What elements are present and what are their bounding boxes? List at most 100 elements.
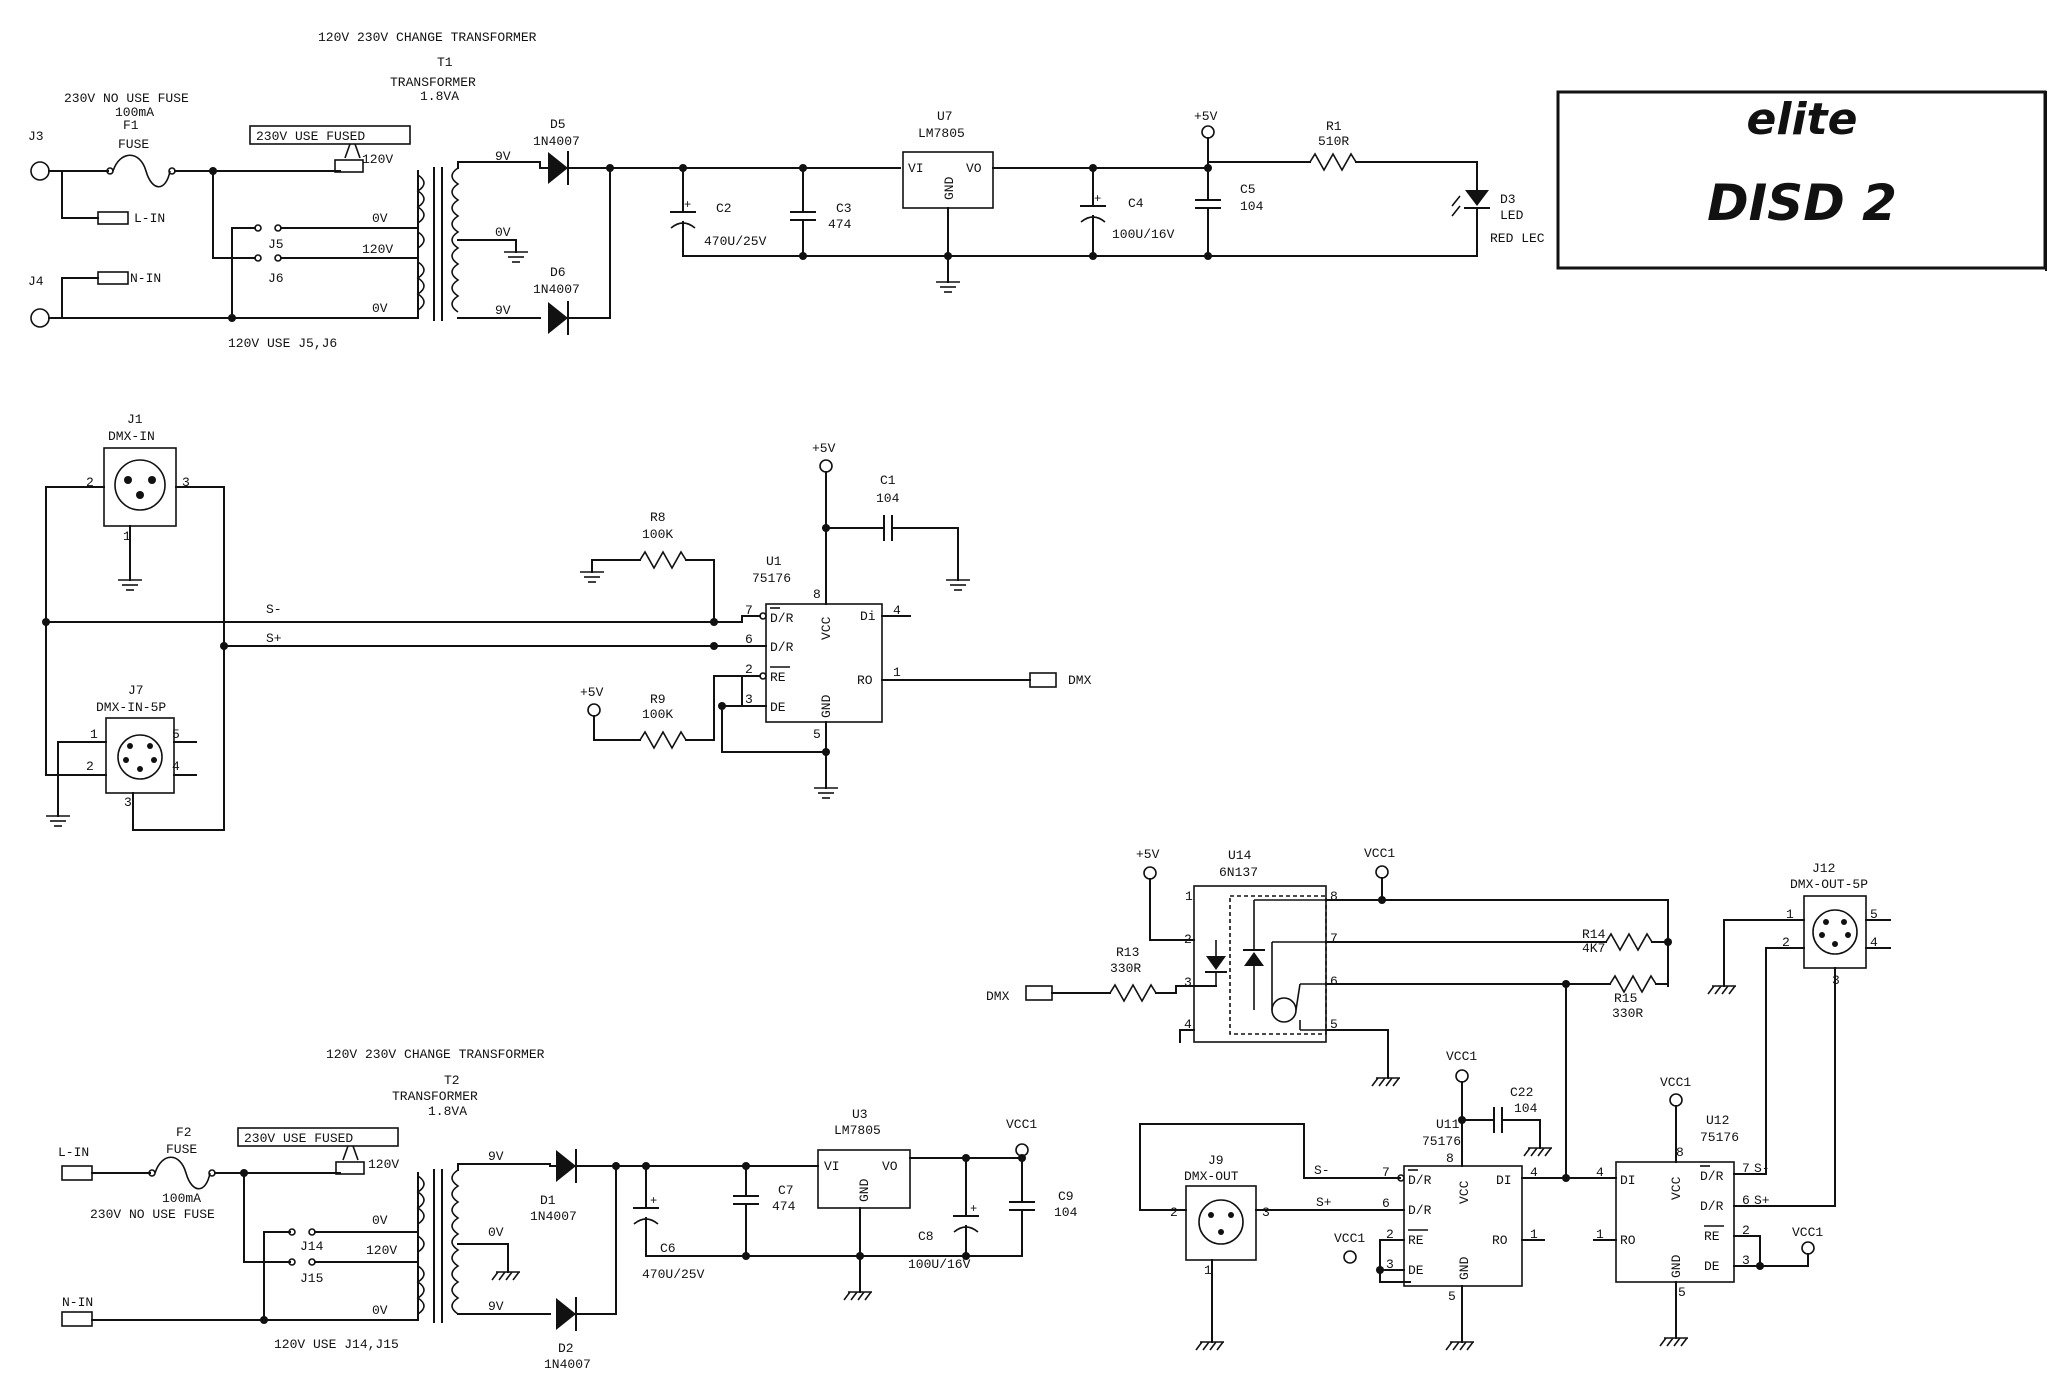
u12-part: 75176	[1700, 1130, 1739, 1145]
svg-text:3: 3	[745, 692, 753, 707]
psu2-vcc1-label: VCC1	[1006, 1117, 1037, 1132]
tap2-0v-b: 0V	[372, 1303, 388, 1318]
u3-vo: VO	[882, 1159, 898, 1174]
diode-d1	[549, 1149, 577, 1183]
svg-text:2: 2	[1170, 1205, 1178, 1220]
transformer-note: 120V 230V CHANGE TRANSFORMER	[318, 30, 537, 45]
resistor-r13	[1109, 983, 1157, 1003]
led-d3	[1451, 190, 1490, 257]
d3-type: LED	[1500, 208, 1524, 223]
u11-pin-dr: D/R	[1408, 1203, 1432, 1218]
svg-text:1: 1	[1596, 1227, 1604, 1242]
d2-part: 1N4007	[544, 1357, 591, 1372]
svg-text:3: 3	[1184, 975, 1192, 990]
svg-text:4: 4	[172, 759, 180, 774]
resistor-r1	[1309, 152, 1357, 172]
f2-note: 230V NO USE FUSE	[90, 1207, 215, 1222]
r13-ref: R13	[1116, 945, 1139, 960]
jumper-note: 120V USE J5,J6	[228, 336, 337, 351]
svg-text:+: +	[684, 198, 691, 212]
u7-ref: U7	[937, 109, 953, 124]
u1-pin-dr: D/R	[770, 640, 794, 655]
r15-ref: R15	[1614, 991, 1637, 1006]
t2-va: 1.8VA	[428, 1104, 467, 1119]
u11-vcc1-re-label: VCC1	[1334, 1231, 1365, 1246]
svg-text:4: 4	[1184, 1017, 1192, 1032]
u11-ref: U11	[1436, 1117, 1460, 1132]
u3-vi: VI	[824, 1159, 840, 1174]
u11-pin-dr-bar: D/R	[1408, 1173, 1432, 1188]
c2-val: 470U/25V	[704, 234, 767, 249]
j9-s-plus: S+	[1316, 1195, 1332, 1210]
j12-ref: J12	[1812, 861, 1835, 876]
transformer-t1	[416, 161, 541, 321]
fuse-f2	[154, 1156, 211, 1190]
t1-name: TRANSFORMER	[390, 75, 476, 90]
sec2-0v: 0V	[488, 1225, 504, 1240]
power-supply-1: 120V 230V CHANGE TRANSFORMER 230V NO USE…	[28, 30, 1545, 351]
svg-text:7: 7	[1742, 1161, 1750, 1176]
d3-val: RED LEC	[1490, 231, 1545, 246]
u11-pin-de: DE	[1408, 1263, 1424, 1278]
svg-text:6: 6	[1382, 1196, 1390, 1211]
sec-9v-b: 9V	[495, 303, 511, 318]
svg-text:8: 8	[1676, 1145, 1684, 1160]
r8-val: 100K	[642, 527, 673, 542]
c1-val: 104	[876, 491, 900, 506]
f2-rating: 100mA	[162, 1191, 201, 1206]
svg-text:3: 3	[1262, 1205, 1270, 1220]
j1-ref: J1	[127, 412, 143, 427]
u12-pin-di: DI	[1620, 1173, 1636, 1188]
r13-val: 330R	[1110, 961, 1141, 976]
j7-ref: J7	[128, 683, 144, 698]
transformer-note-2: 120V 230V CHANGE TRANSFORMER	[326, 1047, 545, 1062]
c9-val: 104	[1054, 1205, 1078, 1220]
u1-pin-de: DE	[770, 700, 786, 715]
sec2-9v-b: 9V	[488, 1299, 504, 1314]
d2-ref: D2	[558, 1341, 574, 1356]
n-in-label: N-IN	[130, 271, 161, 286]
u7-gnd: GND	[942, 176, 957, 200]
svg-text:7: 7	[745, 603, 753, 618]
capacitor-c2: +	[670, 167, 696, 257]
s-plus-label: S+	[266, 631, 282, 646]
resistor-r14	[1605, 932, 1653, 952]
svg-text:3: 3	[1742, 1253, 1750, 1268]
c7-ref: C7	[778, 1183, 794, 1198]
svg-text:3: 3	[1386, 1257, 1394, 1272]
u1-pin-ro: RO	[857, 673, 873, 688]
sec-0v: 0V	[495, 225, 511, 240]
capacitor-c4: +	[1080, 167, 1106, 257]
diode-d2	[556, 1297, 577, 1331]
svg-text:+: +	[1094, 192, 1101, 206]
u12-pin-re: RE	[1704, 1229, 1720, 1244]
fused-box-2	[237, 1127, 399, 1147]
u12-pin-dr-bar: D/R	[1700, 1169, 1724, 1184]
svg-text:1: 1	[1204, 1263, 1212, 1278]
u12-pin-ro: RO	[1620, 1233, 1636, 1248]
u1-pin-di: Di	[860, 609, 876, 624]
svg-text:2: 2	[86, 759, 94, 774]
svg-text:+: +	[970, 1202, 977, 1216]
j9-s-minus: S-	[1314, 1163, 1330, 1178]
r14-ref: R14	[1582, 927, 1606, 942]
svg-text:5: 5	[1870, 907, 1878, 922]
c6-val: 470U/25V	[642, 1267, 705, 1282]
svg-text:8: 8	[813, 587, 821, 602]
svg-text:5: 5	[1330, 1017, 1338, 1032]
jumper-j15-label: J15	[300, 1271, 323, 1286]
sec2-9v-a: 9V	[488, 1149, 504, 1164]
svg-text:2: 2	[1184, 932, 1192, 947]
c22-val: 104	[1514, 1101, 1538, 1116]
xlr-connector-j1	[103, 447, 177, 527]
capacitor-c1	[883, 515, 893, 541]
capacitor-c6: +	[633, 1165, 659, 1257]
terminal-j4	[30, 308, 50, 328]
svg-text:+: +	[650, 1194, 657, 1208]
j12-name: DMX-OUT-5P	[1790, 877, 1868, 892]
svg-text:4: 4	[893, 603, 901, 618]
c22-ref: C22	[1510, 1085, 1533, 1100]
svg-text:1: 1	[123, 529, 131, 544]
